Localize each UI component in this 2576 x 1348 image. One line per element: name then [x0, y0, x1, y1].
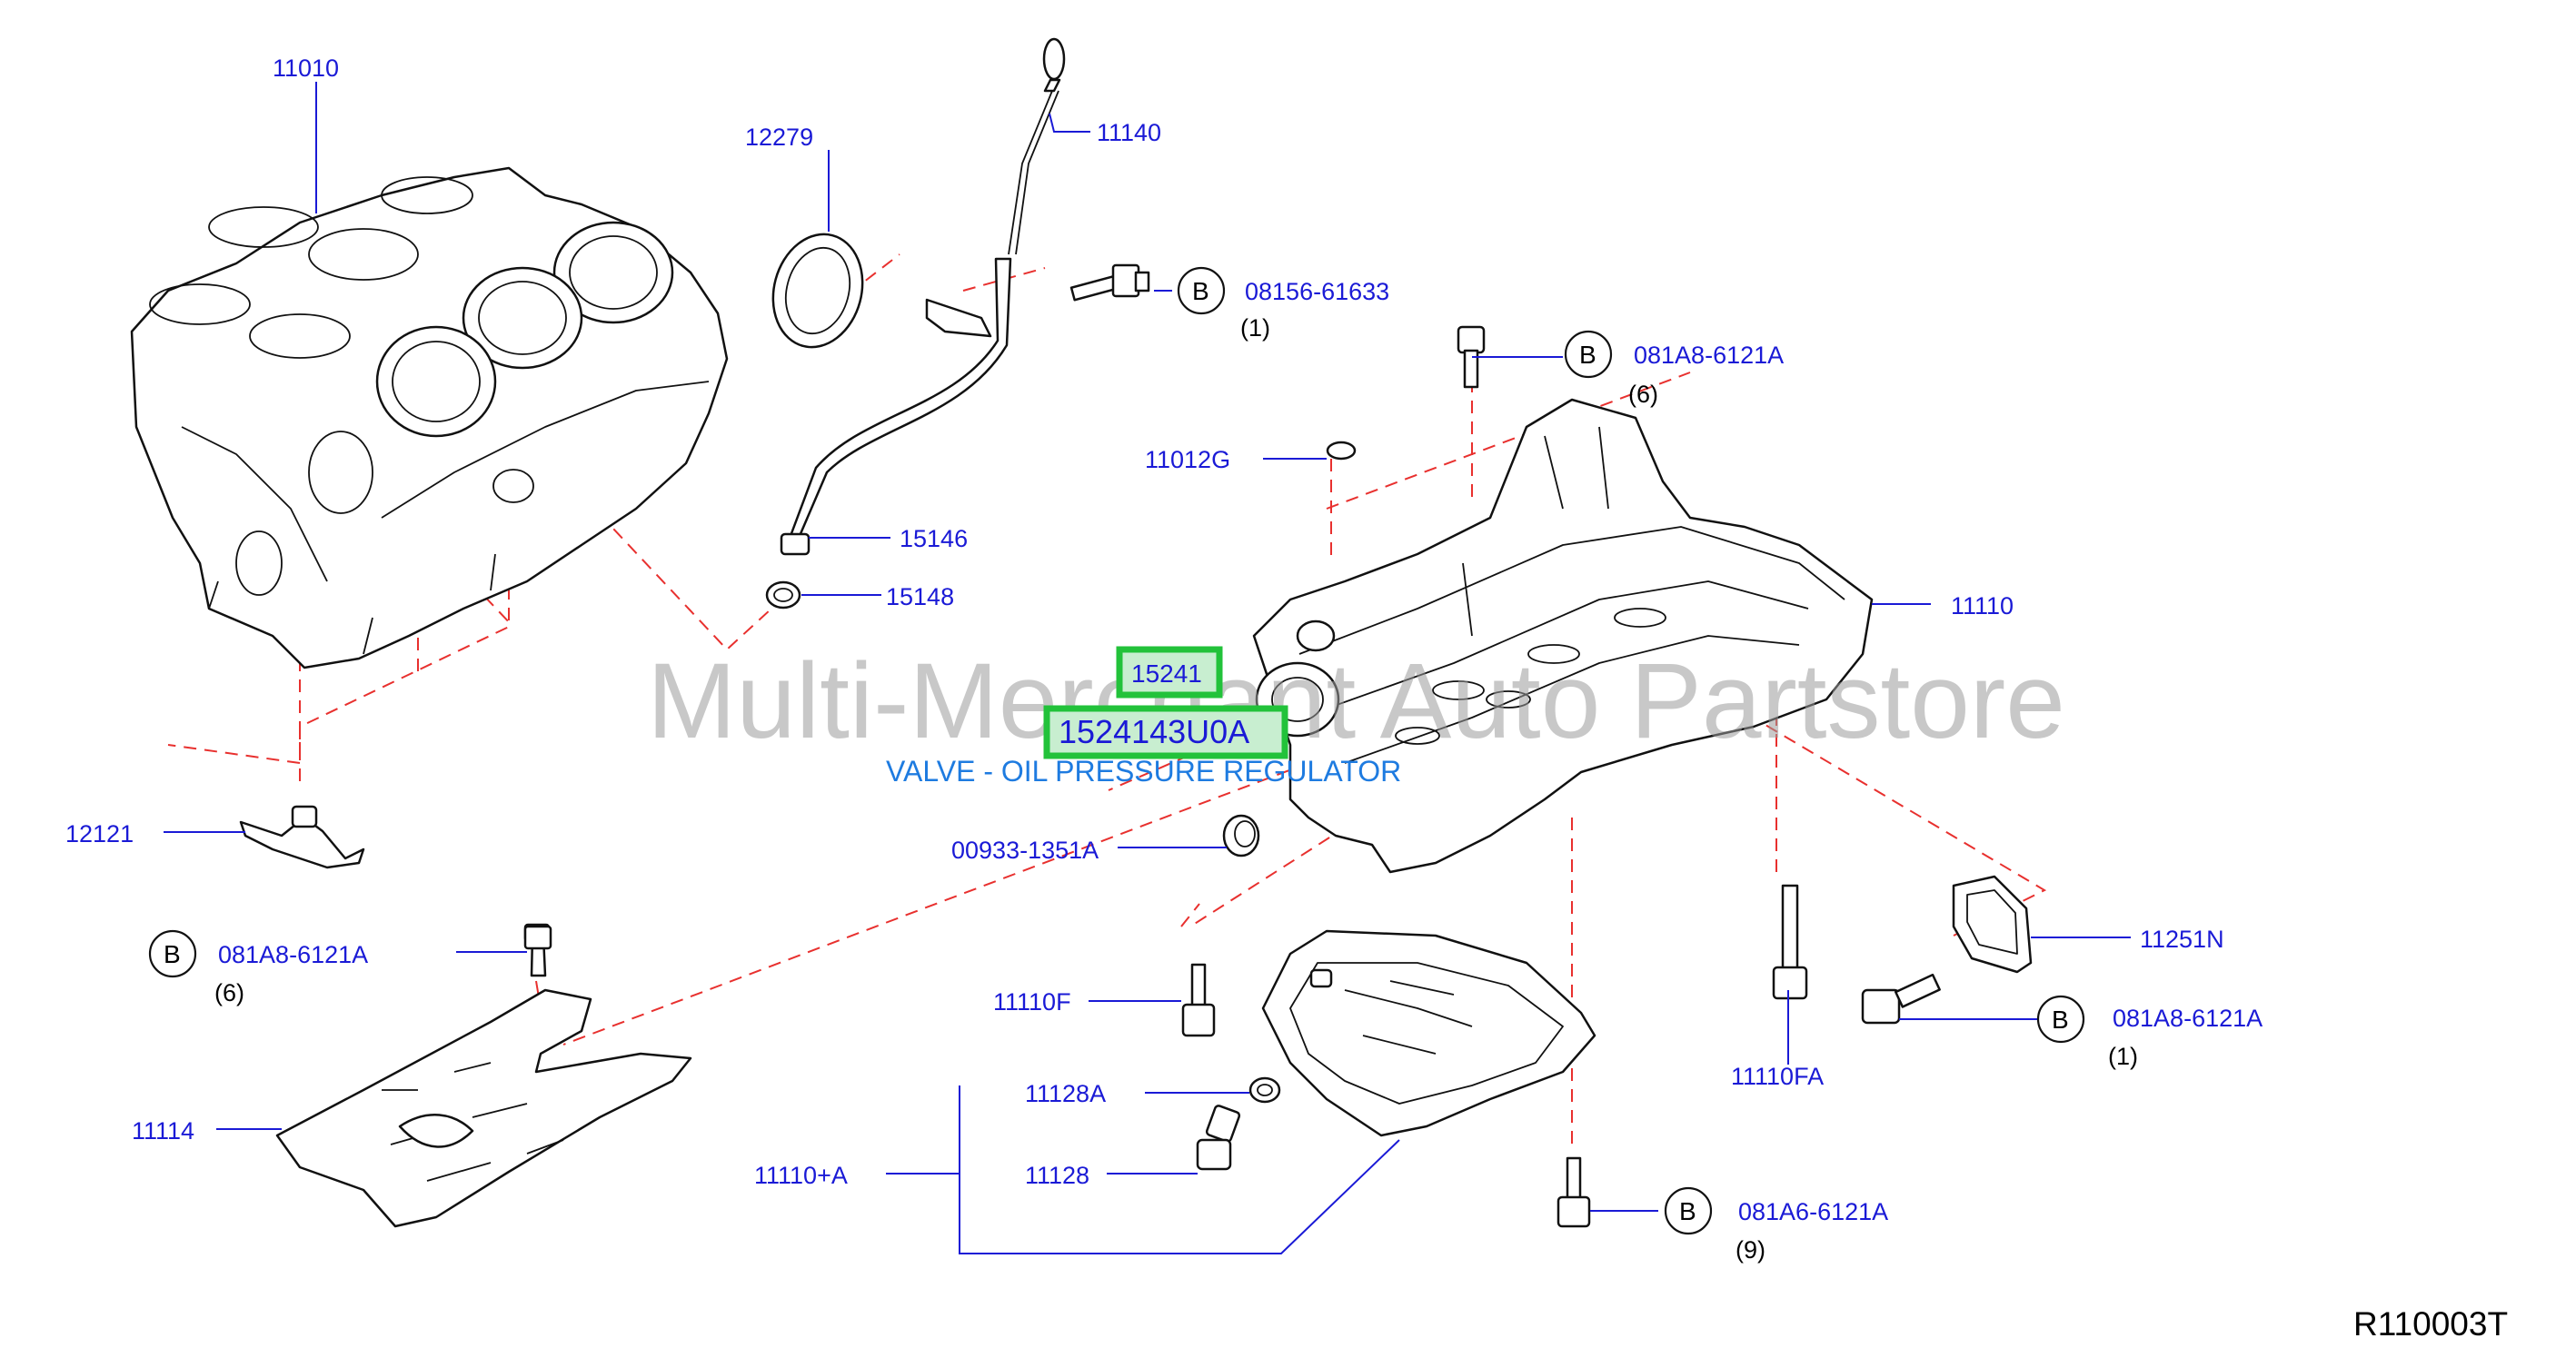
lower-oil-pan-illustration [1261, 929, 1596, 1137]
svg-text:B: B [1679, 1197, 1696, 1225]
callout-11110[interactable]: 11110 [1951, 592, 2014, 619]
bolt-marker-08156: B [1177, 266, 1226, 315]
qty-081a8-6121a-right: (1) [2108, 1043, 2138, 1070]
dipstick-tube-illustration [765, 257, 1012, 610]
oil-dipstick-illustration [1008, 37, 1066, 255]
drain-plug-11128-illustration [1196, 1105, 1241, 1171]
callout-11110fa[interactable]: 11110FA [1731, 1063, 1824, 1090]
callout-00933-1351a[interactable]: 00933-1351A [951, 837, 1099, 864]
bolt-markers: B B B B B [148, 266, 2085, 1235]
callout-11128[interactable]: 11128 [1025, 1162, 1089, 1189]
watermark: Multi-Merchant Auto Partstore [647, 641, 2065, 761]
callout-11010[interactable]: 11010 [273, 55, 339, 82]
bolt-marker-081a8-right: B [2036, 995, 2085, 1044]
rear-oil-seal-illustration [771, 233, 864, 349]
bolt-11110f-illustration [1181, 963, 1216, 1037]
callout-12121[interactable]: 12121 [65, 820, 134, 847]
callout-081a8-6121a-left[interactable]: 081A8-6121A [218, 941, 368, 968]
callout-12279[interactable]: 12279 [745, 124, 813, 151]
oil-strainer-illustration [239, 805, 365, 869]
svg-text:B: B [2052, 1006, 2069, 1034]
bolt-marker-081a8-top: B [1564, 330, 1613, 379]
qty-081a8-6121a-left: (6) [214, 979, 244, 1006]
gasket-11251n-illustration [1952, 875, 2033, 974]
bolt-081a8-left-illustration [523, 925, 552, 950]
callout-11114[interactable]: 11114 [132, 1117, 194, 1145]
svg-text:B: B [164, 940, 181, 968]
callout-11012g[interactable]: 11012G [1145, 446, 1230, 473]
highlight-oem-number[interactable]: 1524143U0A [1059, 713, 1249, 750]
bolt-081a8-right-illustration [1861, 973, 1941, 1025]
bolt-08156-illustration [1069, 263, 1150, 302]
callout-11110-a[interactable]: 11110+A [754, 1162, 848, 1189]
highlight-description: VALVE - OIL PRESSURE REGULATOR [886, 755, 1401, 788]
highlighted-part[interactable]: 15241 1524143U0A VALVE - OIL PRESSURE RE… [886, 646, 1401, 788]
baffle-plate-illustration [275, 923, 692, 1228]
plug-00933-illustration [1222, 814, 1260, 857]
engine-block-illustration [130, 166, 729, 669]
callout-15146[interactable]: 15146 [900, 525, 968, 552]
callout-15148[interactable]: 15148 [886, 583, 954, 610]
long-bolt-11110fa-illustration [1772, 884, 1808, 1000]
oring-11012g-illustration [1326, 441, 1357, 461]
bolt-marker-081a8-left: B [148, 929, 197, 978]
qty-08156-61633: (1) [1240, 314, 1270, 342]
svg-text:B: B [1192, 277, 1209, 305]
callout-11110f[interactable]: 11110F [993, 988, 1071, 1016]
diagram-reference-code: R110003T [2353, 1305, 2508, 1343]
callout-08156-61633[interactable]: 08156-61633 [1245, 278, 1389, 305]
callout-leaders [164, 82, 2131, 1254]
washer-11128a-illustration [1248, 1076, 1281, 1104]
bolt-081a6-illustration [1557, 1156, 1591, 1228]
qty-081a8-6121a-top: (6) [1628, 381, 1658, 408]
part-callouts: 11010 12279 11140 08156-61633 (1) 081A8-… [65, 55, 2263, 1264]
svg-text:B: B [1579, 341, 1596, 369]
upper-oil-pan-illustration [1252, 398, 1874, 874]
qty-081a6-6121a: (9) [1736, 1236, 1765, 1264]
callout-11251n[interactable]: 11251N [2140, 926, 2224, 953]
callout-081a8-6121a-right[interactable]: 081A8-6121A [2113, 1005, 2263, 1032]
bolt-081a8-top-illustration [1457, 325, 1486, 389]
highlight-box-part-number [1116, 646, 1223, 699]
callout-081a8-6121a-top[interactable]: 081A8-6121A [1634, 342, 1784, 369]
highlight-part-number[interactable]: 15241 [1131, 659, 1202, 688]
callout-11140[interactable]: 11140 [1097, 119, 1161, 146]
bolt-marker-081a6: B [1664, 1186, 1713, 1235]
callout-081a6-6121a[interactable]: 081A6-6121A [1738, 1198, 1888, 1225]
callout-11128a[interactable]: 11128A [1025, 1080, 1106, 1107]
highlight-box-oem-number [1043, 705, 1288, 759]
